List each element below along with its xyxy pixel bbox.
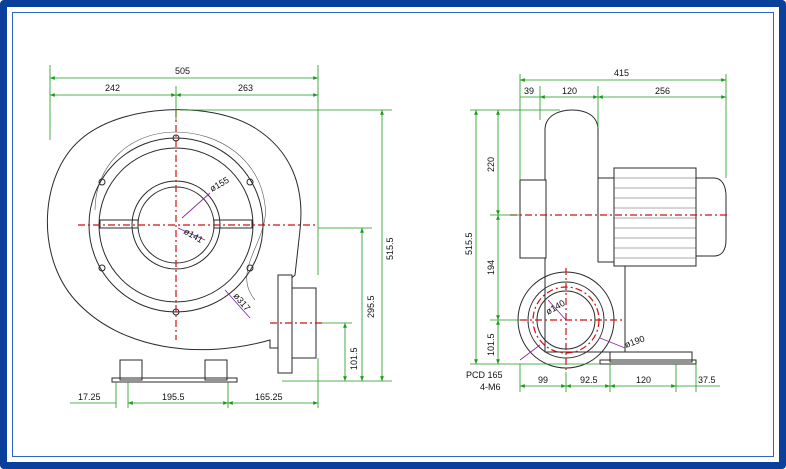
base-foot-left: [119, 359, 143, 381]
motor-fins: [614, 177, 696, 259]
side-upper-height: 220: [486, 157, 496, 172]
bolt-hole: [98, 178, 106, 186]
side-seg-c: 256: [655, 86, 670, 96]
side-seg-b: 120: [562, 86, 577, 96]
inlet-bracket-right: [213, 219, 253, 229]
front-base-mid: 195.5: [162, 392, 185, 402]
front-base-left: 17.25: [78, 392, 101, 402]
front-left-width: 242: [105, 83, 120, 93]
bolt-hole: [98, 264, 106, 272]
side-height: 515.5: [464, 232, 474, 255]
side-overall-width: 415: [614, 68, 629, 78]
side-inlet-stub: [519, 179, 547, 259]
side-base-d: 37.5: [698, 375, 716, 385]
inlet-diameter-label: ø155: [208, 175, 231, 194]
bolt-hole: [246, 264, 254, 272]
front-base-right: 165.25: [255, 392, 283, 402]
bolt-hole: [246, 178, 254, 186]
side-outlet-inner-diameter: ø140: [544, 298, 567, 317]
side-base-a: 99: [538, 375, 548, 385]
front-outlet-bottom-height: 101.5: [349, 347, 359, 370]
bolt-note: 4-M6: [480, 382, 501, 392]
volute-inner-line: [94, 131, 266, 301]
side-mid-height: 194: [486, 260, 496, 275]
front-view: ø155 ø141 ø317 505 242 263 515.5 295.5 1…: [47, 65, 395, 408]
volute-housing: [47, 109, 302, 351]
side-seg-a: 39: [524, 86, 534, 96]
side-base: [609, 351, 693, 363]
front-right-width: 263: [238, 83, 253, 93]
base-foot-right: [204, 359, 228, 381]
side-view: ø140 ø190 PCD 165 4-M6 415 39 120 256 51…: [464, 68, 730, 392]
side-outlet-outer-diameter: ø190: [623, 333, 646, 349]
inlet-inner-diameter-label: ø141: [182, 226, 205, 245]
motor-body: [613, 167, 697, 267]
side-base-b: 92.5: [580, 375, 598, 385]
base-plate: [111, 377, 238, 383]
flange-diameter-label: ø317: [231, 291, 252, 313]
front-overall-width: 505: [175, 66, 190, 76]
inner-border: [12, 12, 774, 457]
pcd-note: PCD 165: [466, 370, 503, 380]
outlet-flange: [277, 274, 293, 374]
side-flange: [597, 177, 615, 263]
side-lower-height: 101.5: [486, 333, 496, 356]
front-outlet-center-height: 295.5: [366, 295, 376, 318]
side-housing: [544, 109, 626, 353]
motor-end-cap: [695, 177, 727, 257]
inlet-bracket-left: [99, 219, 139, 229]
front-height: 515.5: [385, 237, 395, 260]
side-base-plate: [599, 359, 697, 365]
side-base-c: 120: [636, 375, 651, 385]
